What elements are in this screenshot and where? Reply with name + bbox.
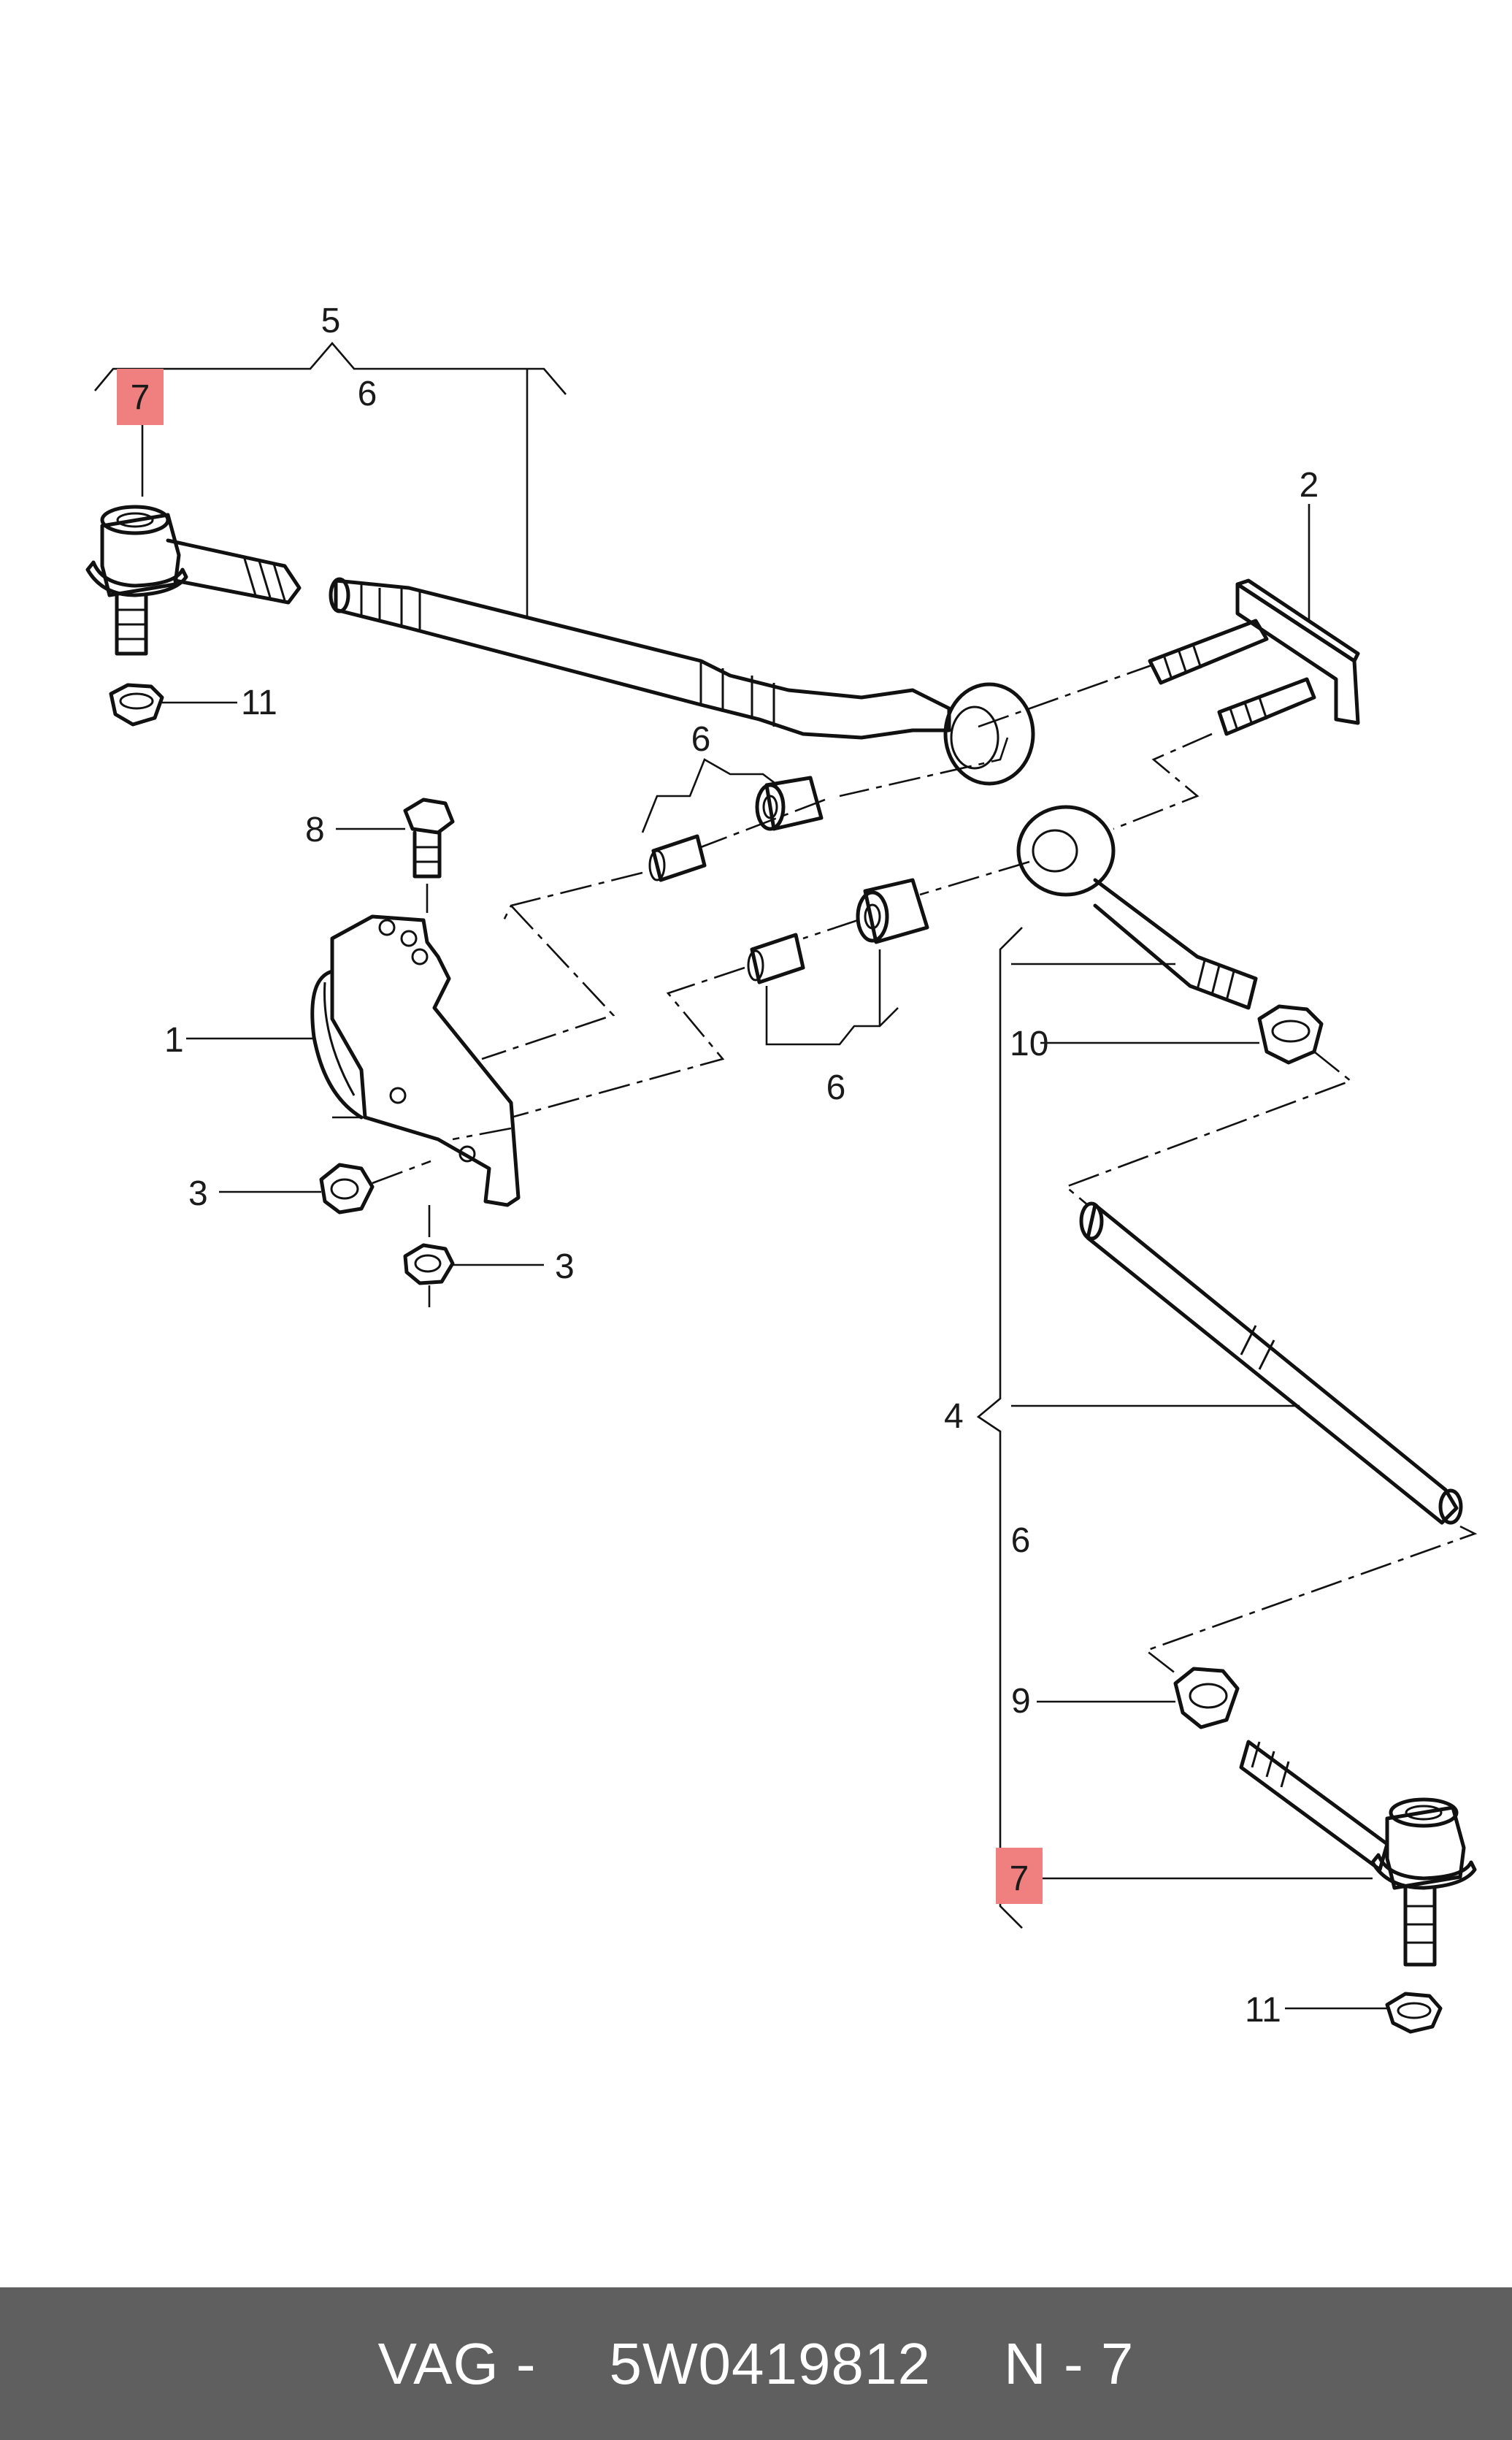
right-assembly-bracket xyxy=(976,927,1300,1929)
callout-1: 1 xyxy=(164,1021,184,1060)
nut-11-bottom xyxy=(1285,1992,1443,2034)
tie-rod-end-top xyxy=(85,416,302,656)
nut-11-top xyxy=(109,683,237,727)
callout-8: 8 xyxy=(305,811,325,849)
callout-6-top: 6 xyxy=(358,375,377,413)
callout-2: 2 xyxy=(1300,466,1319,505)
exploded-parts-diagram: 5 6 7 2 11 6 8 1 10 6 3 3 4 6 9 7 11 xyxy=(85,302,1478,2034)
nut-9 xyxy=(1037,1667,1240,1729)
callout-7-bottom: 7 xyxy=(1010,1859,1029,1898)
highlight-7-bottom xyxy=(996,1848,1043,1904)
callout-11-top: 11 xyxy=(241,684,277,722)
assembly-centerlines xyxy=(332,663,1478,1678)
bolt-8 xyxy=(336,798,455,913)
tie-rod-end-bottom xyxy=(1040,1740,1477,1967)
callout-6-right: 6 xyxy=(1011,1521,1031,1560)
callout-3-left: 3 xyxy=(188,1174,208,1213)
callout-7-top: 7 xyxy=(131,378,150,417)
callout-9: 9 xyxy=(1011,1682,1031,1721)
nut-10 xyxy=(1040,1004,1324,1065)
top-assembly-bracket xyxy=(94,342,567,617)
callout-10: 10 xyxy=(1010,1025,1048,1063)
nut-3-bottom xyxy=(403,1205,544,1307)
inner-rod-4 xyxy=(1079,1201,1463,1525)
nut-3-left xyxy=(219,1163,375,1215)
callout-11-bottom: 11 xyxy=(1245,1991,1281,2030)
callout-3-bottom: 3 xyxy=(555,1247,575,1286)
highlight-7-top xyxy=(117,369,164,425)
callout-6-bush-top: 6 xyxy=(691,720,711,759)
callout-6-bush-bottom: 6 xyxy=(826,1068,846,1107)
footer-part-number: 5W0419812 xyxy=(609,2330,931,2396)
callout-5: 5 xyxy=(321,302,341,340)
footer-position: N - 7 xyxy=(1003,2330,1135,2396)
footer-caption: VAG - 5W0419812 N - 7 xyxy=(342,2330,1171,2398)
mounting-plate-2 xyxy=(1148,504,1360,736)
inner-rod-end xyxy=(1016,805,1258,1010)
part-footer: VAG - 5W0419812 N - 7 xyxy=(0,2287,1512,2440)
bracket-1 xyxy=(186,914,521,1207)
bush-set-lower xyxy=(747,878,929,1046)
tie-rod-long xyxy=(329,577,1035,786)
footer-brand: VAG - xyxy=(377,2330,537,2396)
bush-set-upper xyxy=(641,758,824,882)
callout-4: 4 xyxy=(944,1397,964,1436)
